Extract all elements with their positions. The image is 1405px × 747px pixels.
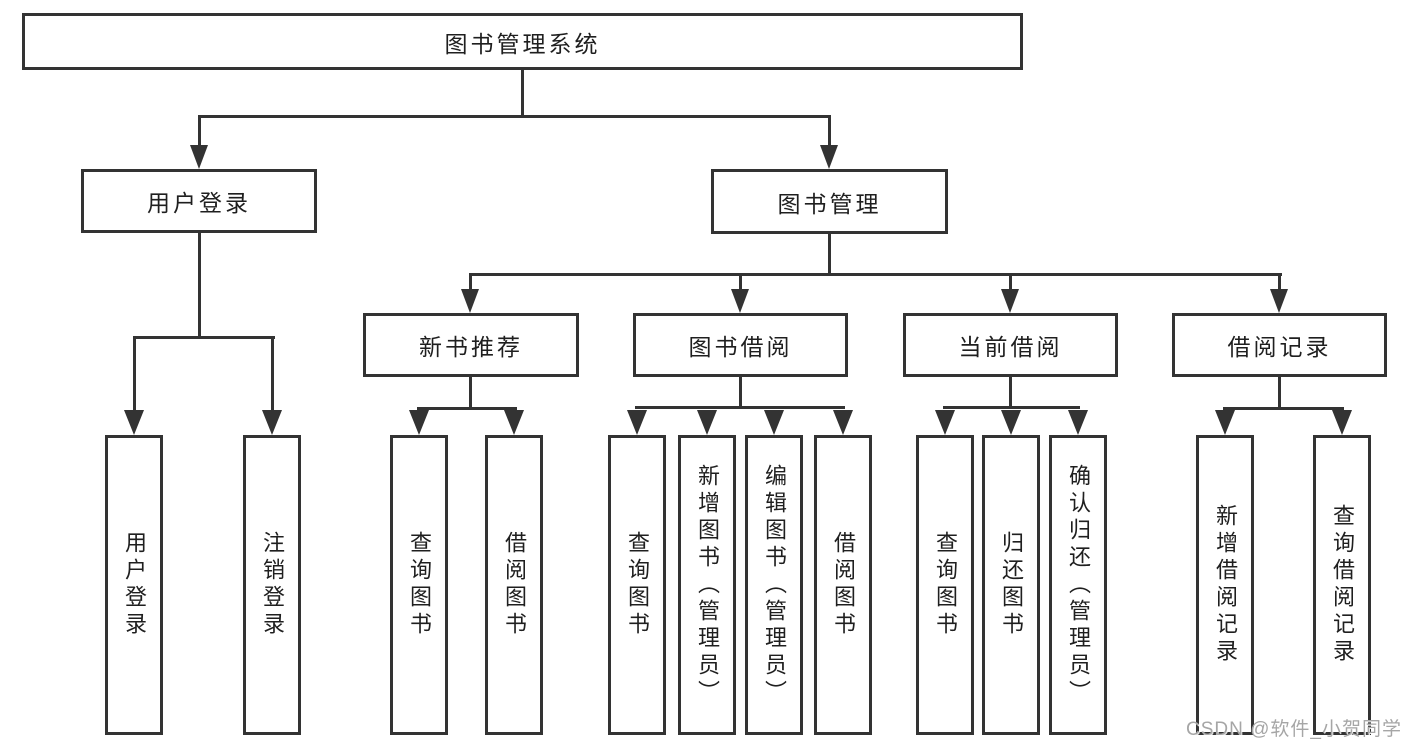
arrow-down-icon	[504, 410, 524, 435]
connector-vline	[198, 115, 201, 151]
connector-vline	[198, 233, 201, 339]
arrow-down-icon	[1068, 410, 1088, 435]
connector-hline	[1223, 407, 1344, 410]
node-leaf-borrow-book-2-label: 借阅图书	[831, 531, 856, 639]
node-leaf-borrow-book-1-label: 借阅图书	[502, 531, 527, 639]
node-book-borrow: 图书借阅	[633, 313, 848, 377]
connector-hline	[635, 406, 845, 409]
connector-vline	[828, 115, 831, 151]
node-leaf-query-book-3: 查询图书	[916, 435, 974, 735]
node-leaf-return-book: 归还图书	[982, 435, 1040, 735]
arrow-down-icon	[1270, 289, 1288, 313]
arrow-down-icon	[461, 289, 479, 313]
connector-vline	[739, 377, 742, 409]
connector-vline	[133, 336, 136, 416]
arrow-down-icon	[1001, 410, 1021, 435]
node-leaf-confirm-return-admin-label: 确认归还（管理员）	[1066, 463, 1091, 707]
arrow-down-icon	[764, 410, 784, 435]
node-leaf-edit-book-admin-label: 编辑图书（管理员）	[762, 463, 787, 707]
node-leaf-user-login: 用户登录	[105, 435, 163, 735]
node-leaf-query-borrow-record: 查询借阅记录	[1313, 435, 1371, 735]
watermark-text: CSDN @软件_小贺同学	[1186, 719, 1402, 740]
arrow-down-icon	[124, 410, 144, 435]
node-leaf-add-borrow-record-label: 新增借阅记录	[1213, 504, 1238, 666]
node-leaf-logout: 注销登录	[243, 435, 301, 735]
node-new-book-recommend-label: 新书推荐	[419, 334, 523, 360]
node-leaf-edit-book-admin: 编辑图书（管理员）	[745, 435, 803, 735]
arrow-down-icon	[409, 410, 429, 435]
connector-vline	[271, 336, 274, 416]
connector-hline	[943, 406, 1080, 409]
connector-vline	[1278, 377, 1281, 410]
node-leaf-query-book-2: 查询图书	[608, 435, 666, 735]
node-leaf-query-book-1-label: 查询图书	[407, 531, 432, 639]
arrow-down-icon	[1001, 289, 1019, 313]
node-leaf-borrow-book-1: 借阅图书	[485, 435, 543, 735]
node-leaf-return-book-label: 归还图书	[999, 531, 1024, 639]
connector-hline	[198, 115, 831, 118]
node-new-book-recommend: 新书推荐	[363, 313, 579, 377]
node-leaf-query-book-2-label: 查询图书	[625, 531, 650, 639]
node-leaf-add-book-admin: 新增图书（管理员）	[678, 435, 736, 735]
connector-vline	[1009, 273, 1012, 293]
arrow-down-icon	[1332, 410, 1352, 435]
arrow-down-icon	[262, 410, 282, 435]
connector-vline	[739, 273, 742, 293]
connector-vline	[521, 70, 524, 118]
connector-hline	[417, 407, 517, 410]
connector-vline	[469, 273, 472, 293]
node-leaf-add-borrow-record: 新增借阅记录	[1196, 435, 1254, 735]
arrow-down-icon	[731, 289, 749, 313]
node-book-management-label: 图书管理	[777, 190, 882, 217]
node-leaf-logout-label: 注销登录	[260, 531, 285, 639]
connector-vline	[1009, 377, 1012, 409]
node-leaf-query-book-1: 查询图书	[390, 435, 448, 735]
arrow-down-icon	[820, 145, 838, 169]
arrow-down-icon	[627, 410, 647, 435]
connector-hline	[469, 273, 1282, 276]
connector-vline	[1278, 273, 1281, 293]
node-borrow-records: 借阅记录	[1172, 313, 1387, 377]
connector-vline	[469, 377, 472, 410]
node-borrow-records-label: 借阅记录	[1227, 334, 1332, 360]
node-leaf-user-login-label: 用户登录	[122, 531, 147, 639]
node-leaf-confirm-return-admin: 确认归还（管理员）	[1049, 435, 1107, 735]
arrow-down-icon	[190, 145, 208, 169]
arrow-down-icon	[935, 410, 955, 435]
node-book-management: 图书管理	[711, 169, 948, 234]
arrow-down-icon	[833, 410, 853, 435]
node-book-borrow-label: 图书借阅	[688, 334, 793, 360]
node-user-login-label: 用户登录	[147, 190, 251, 216]
node-leaf-query-book-3-label: 查询图书	[933, 531, 958, 639]
arrow-down-icon	[697, 410, 717, 435]
connector-vline	[828, 234, 831, 276]
node-leaf-add-book-admin-label: 新增图书（管理员）	[695, 463, 720, 707]
arrow-down-icon	[1215, 410, 1235, 435]
node-root-label: 图书管理系统	[444, 30, 601, 57]
node-current-borrow-label: 当前借阅	[958, 334, 1063, 360]
connector-hline	[133, 336, 275, 339]
node-current-borrow: 当前借阅	[903, 313, 1118, 377]
node-root: 图书管理系统	[22, 13, 1023, 70]
node-user-login: 用户登录	[81, 169, 317, 233]
node-leaf-query-borrow-record-label: 查询借阅记录	[1330, 504, 1355, 666]
node-leaf-borrow-book-2: 借阅图书	[814, 435, 872, 735]
